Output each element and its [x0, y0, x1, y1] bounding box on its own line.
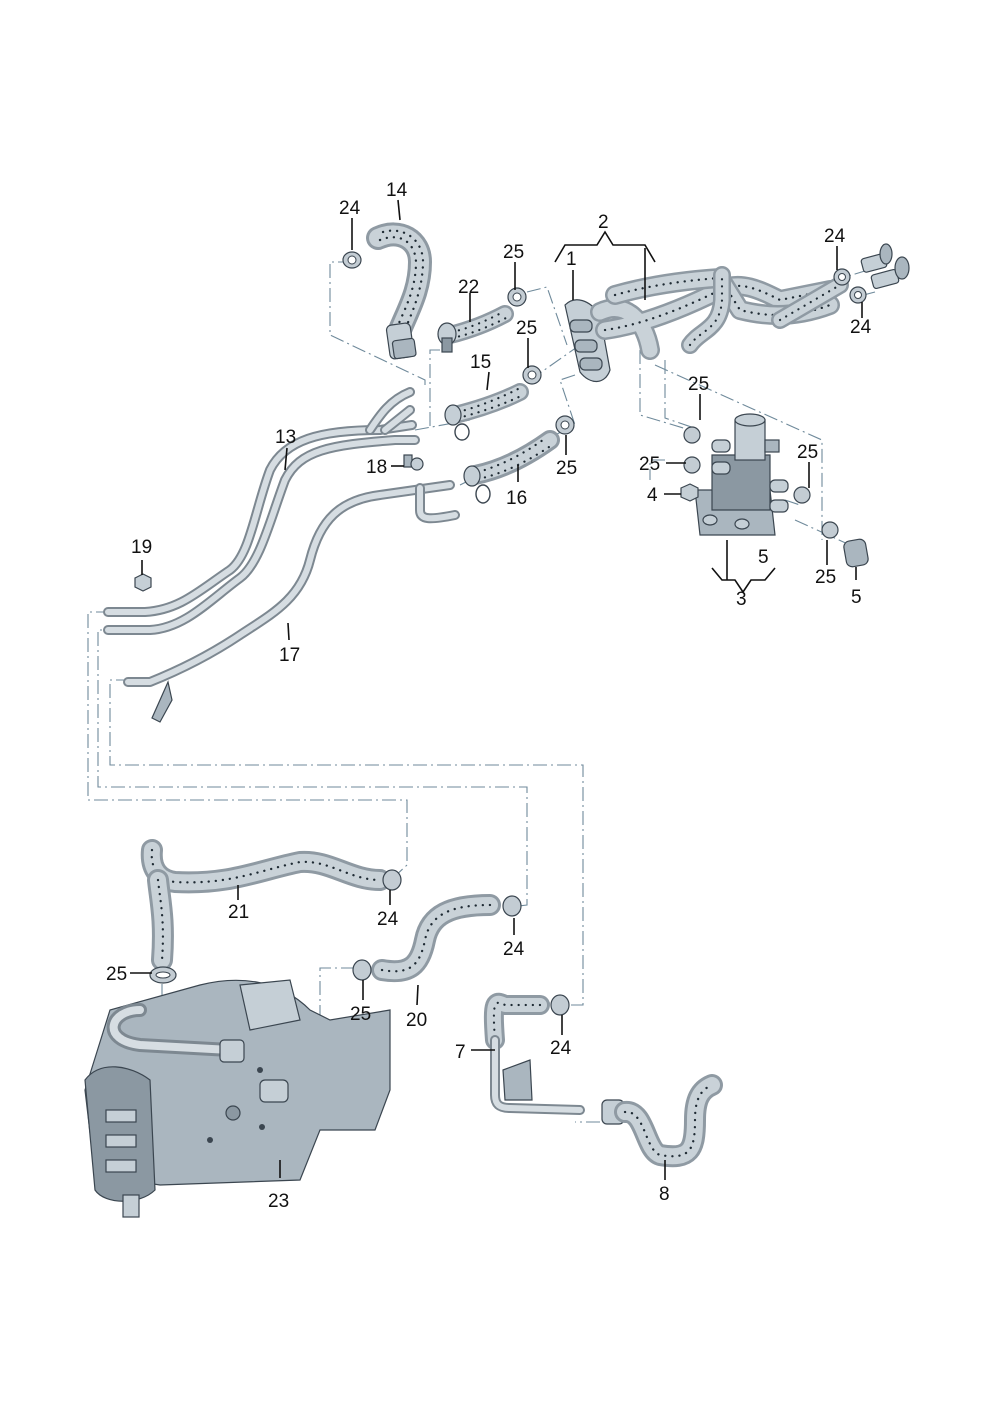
callout-23: 23 — [268, 1191, 289, 1212]
callout-19: 19 — [131, 537, 152, 558]
callout-labels: 1 2 3 4 5 5 7 8 13 14 15 16 17 18 19 20 … — [106, 180, 872, 1212]
clamp-24-right-a — [833, 268, 851, 286]
heater-hoses-2 — [590, 266, 849, 360]
nut-4 — [680, 483, 699, 502]
callout-20: 20 — [406, 1010, 427, 1031]
clamp-25-20 — [352, 959, 372, 981]
clamp-24-21 — [382, 869, 402, 891]
bolt-18 — [403, 454, 424, 471]
callout-14: 14 — [386, 180, 408, 201]
clamp-25-b — [522, 365, 542, 385]
callout-3: 3 — [736, 589, 747, 610]
callout-25-a: 25 — [503, 242, 524, 263]
callout-21: 21 — [228, 902, 249, 923]
callout-13: 13 — [275, 427, 296, 448]
callout-4: 4 — [647, 485, 658, 506]
hose-15 — [444, 383, 529, 441]
callout-25-d: 25 — [688, 374, 709, 395]
hose-16 — [463, 430, 560, 504]
callout-7: 7 — [455, 1042, 466, 1063]
clamp-24-right-b — [849, 286, 867, 304]
coolant-pipes-13 — [103, 387, 420, 635]
callout-25-c: 25 — [556, 458, 577, 479]
hose-22 — [437, 305, 514, 353]
callout-24-a: 24 — [339, 198, 361, 219]
clamp-25-c — [555, 415, 575, 435]
pipe-7 — [483, 993, 585, 1115]
nut-19 — [134, 573, 152, 592]
hose-8 — [601, 1074, 723, 1168]
clamp-25-a — [507, 287, 527, 307]
hose-20 — [371, 894, 501, 983]
clamp-24-7 — [550, 994, 570, 1016]
callout-24-c: 24 — [850, 317, 872, 338]
callout-25-g: 25 — [815, 567, 836, 588]
leader-lines — [130, 199, 863, 1180]
clamps-valve — [683, 426, 839, 539]
hose-14 — [366, 222, 432, 360]
cap-5 — [843, 538, 869, 568]
auxiliary-heater-23 — [84, 979, 391, 1218]
clamp-24-20 — [502, 895, 522, 917]
clamp-24-top — [342, 251, 362, 269]
callout-15: 15 — [470, 352, 491, 373]
callout-8: 8 — [659, 1184, 670, 1205]
callout-18: 18 — [366, 457, 387, 478]
callout-25-f: 25 — [797, 442, 818, 463]
callout-25-b: 25 — [516, 318, 537, 339]
callout-5-b: 5 — [851, 587, 862, 608]
hose-21 — [140, 839, 391, 971]
callout-24-f: 24 — [550, 1038, 572, 1059]
callout-24-b: 24 — [824, 226, 846, 247]
clamp-25-23 — [149, 966, 177, 984]
callout-17: 17 — [279, 645, 300, 666]
callout-5-a: 5 — [758, 547, 769, 568]
callout-2: 2 — [598, 212, 609, 233]
callout-25-e: 25 — [639, 454, 660, 475]
callout-22: 22 — [458, 277, 479, 298]
callout-1: 1 — [566, 249, 577, 270]
coolant-pipe-17 — [123, 480, 460, 723]
connectors-right — [860, 243, 910, 290]
callout-24-d: 24 — [377, 909, 399, 930]
callout-25-i: 25 — [350, 1004, 371, 1025]
callout-16: 16 — [506, 488, 527, 509]
callout-24-e: 24 — [503, 939, 525, 960]
coolant-valve-3 — [694, 413, 789, 536]
callout-25-h: 25 — [106, 964, 127, 985]
